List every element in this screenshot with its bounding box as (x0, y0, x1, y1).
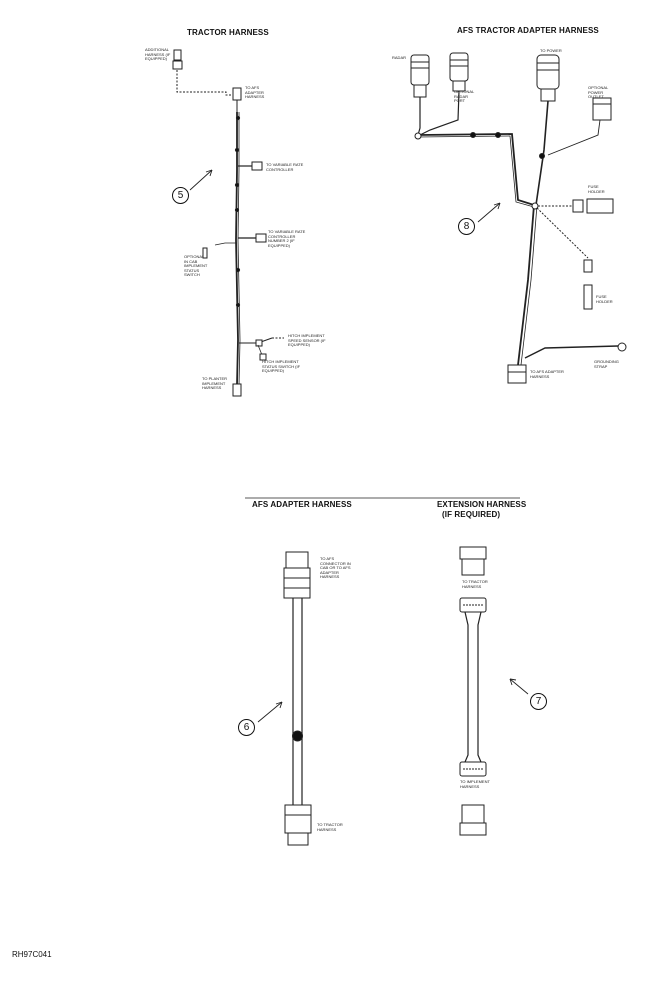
label-fuse-holder-bottom: FUSE HOLDER (596, 294, 613, 304)
extension-subtitle: (IF REQUIRED) (442, 510, 501, 519)
extension-title: EXTENSION HARNESS (437, 500, 527, 509)
label-additional-harness: ADDITIONAL HARNESS (IF EQUIPPED) (145, 47, 171, 62)
label-to-afs-adapter-harness: TO AFS ADAPTER HARNESS (530, 369, 564, 379)
afs-tractor-adapter-drawing (410, 52, 627, 384)
label-to-afs-adapter: TO AFS ADAPTER HARNESS (245, 85, 265, 100)
tractor-harness-drawing (172, 49, 284, 397)
label-afs-adapter-top: TO AFS CONNECTOR IN CAB OR TO AFS ADAPTE… (320, 556, 351, 580)
label-optional-power-outlet: OPTIONAL POWER OUTLET (588, 85, 609, 100)
label-fuse-holder-top: FUSE HOLDER (588, 184, 605, 194)
afs-adapter-harness-drawing (257, 551, 312, 846)
callout-8: 8 (458, 218, 475, 235)
label-hitch-status: HITCH IMPLEMENT STATUS SWITCH (IF EQUIPP… (262, 359, 301, 374)
extension-harness-drawing (459, 546, 529, 836)
label-to-planter: TO PLANTER IMPLEMENT HARNESS (202, 376, 228, 391)
figure-id: RH97C041 (12, 950, 52, 959)
callout-6: 6 (238, 719, 255, 736)
label-extension-top: TO TRACTOR HARNESS (462, 579, 488, 589)
label-optional-switch: OPTIONAL IN CAB IMPLEMENT STATUS SWITCH (184, 254, 208, 278)
tractor-harness-title: TRACTOR HARNESS (187, 28, 269, 37)
callout-5: 5 (172, 187, 189, 204)
label-hitch-sensor: HITCH IMPLEMENT SPEED SENSOR (IF EQUIPPE… (288, 333, 326, 348)
label-extension-bottom: TO IMPLEMENT HARNESS (460, 779, 490, 789)
label-ground-strap: GROUNDING STRAP (594, 359, 619, 369)
label-optional-radar-port: OPTIONAL RADAR PORT (454, 89, 475, 104)
label-to-vrc2: TO VARIABLE RATE CONTROLLER NUMBER 2 (IF… (268, 229, 306, 248)
label-to-vrc: TO VARIABLE RATE CONTROLLER (266, 162, 304, 172)
afs-adapter-title: AFS ADAPTER HARNESS (252, 500, 352, 509)
callout-7: 7 (530, 693, 547, 710)
label-afs-adapter-bottom: TO TRACTOR HARNESS (317, 822, 343, 832)
label-radar: RADAR (392, 55, 407, 60)
afs-tractor-adapter-title: AFS TRACTOR ADAPTER HARNESS (457, 26, 599, 35)
label-to-power: TO POWER (540, 48, 562, 53)
